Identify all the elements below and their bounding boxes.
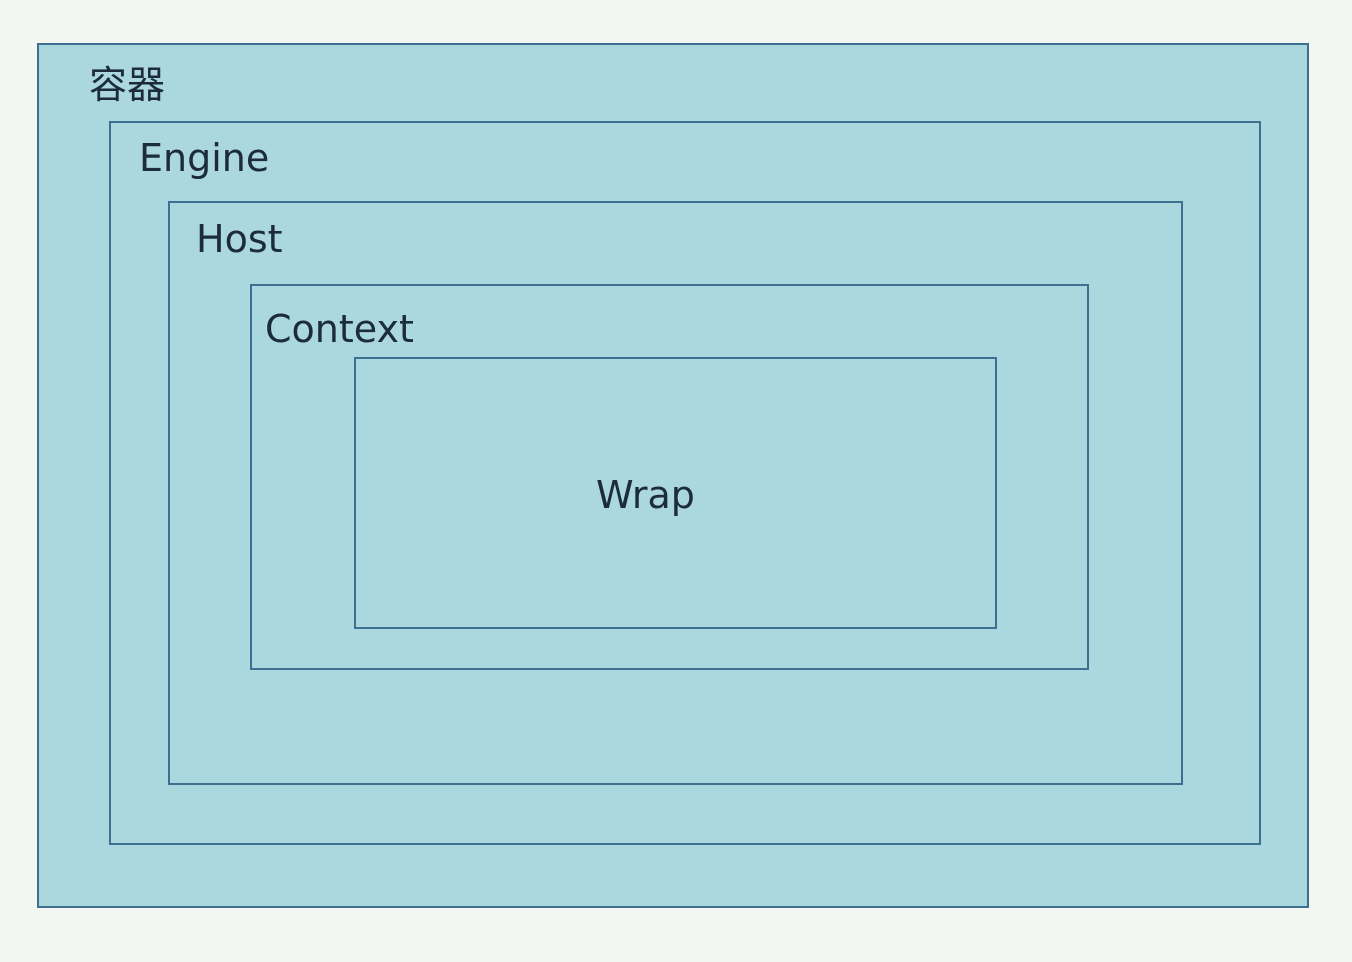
wrap-box bbox=[354, 357, 997, 629]
wrap-label: Wrap bbox=[596, 473, 695, 517]
engine-label: Engine bbox=[139, 136, 270, 180]
context-label: Context bbox=[265, 307, 414, 351]
host-label: Host bbox=[196, 217, 283, 261]
container-label: 容器 bbox=[89, 63, 166, 107]
